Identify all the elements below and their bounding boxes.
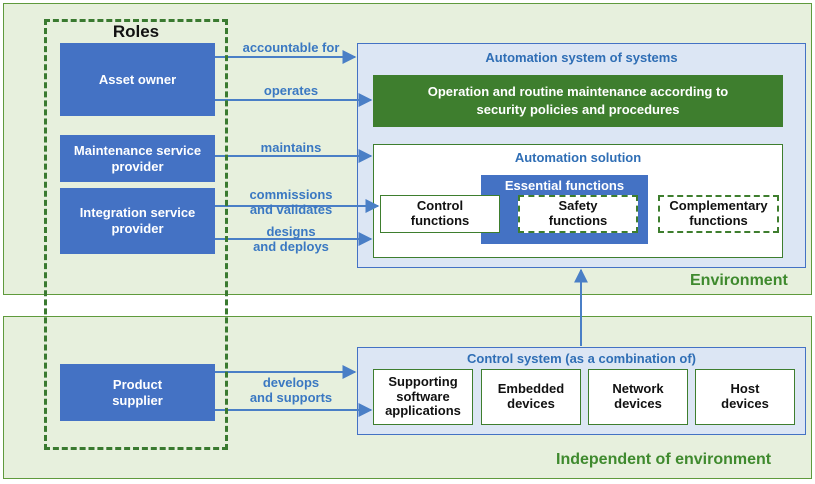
environment-label: Environment xyxy=(690,272,788,289)
control-functions-box: Control functions xyxy=(380,195,500,233)
automation-solution-title: Automation solution xyxy=(514,150,642,165)
roles-title: Roles xyxy=(112,22,160,41)
network-devices-box: Network devices xyxy=(588,369,688,425)
label-maintains: maintains xyxy=(260,140,322,155)
control-system-title: Control system (as a combination of) xyxy=(467,351,696,366)
role-asset-owner: Asset owner xyxy=(60,43,215,116)
independent-label: Independent of environment xyxy=(556,451,772,468)
label-accountable-for: accountable for xyxy=(242,40,340,55)
label-designs: designs and deploys xyxy=(253,224,329,254)
label-develops: develops and supports xyxy=(249,375,333,405)
automation-sos-title: Automation system of systems xyxy=(485,50,678,65)
embedded-devices-box: Embedded devices xyxy=(481,369,581,425)
label-commissions: commissions and validates xyxy=(249,187,333,217)
essential-functions-title: Essential functions xyxy=(504,178,625,193)
supporting-software-box: Supporting software applications xyxy=(373,369,473,425)
roles-boundary xyxy=(44,19,228,450)
role-integration-service-provider: Integration service provider xyxy=(60,188,215,254)
host-devices-box: Host devices xyxy=(695,369,795,425)
role-maintenance-service-provider: Maintenance service provider xyxy=(60,135,215,182)
complementary-functions-box: Complementary functions xyxy=(658,195,779,233)
role-product-supplier: Product supplier xyxy=(60,364,215,421)
safety-functions-box: Safety functions xyxy=(518,195,638,233)
operation-maintenance-bar: Operation and routine maintenance accord… xyxy=(373,75,783,127)
label-operates: operates xyxy=(263,83,319,98)
